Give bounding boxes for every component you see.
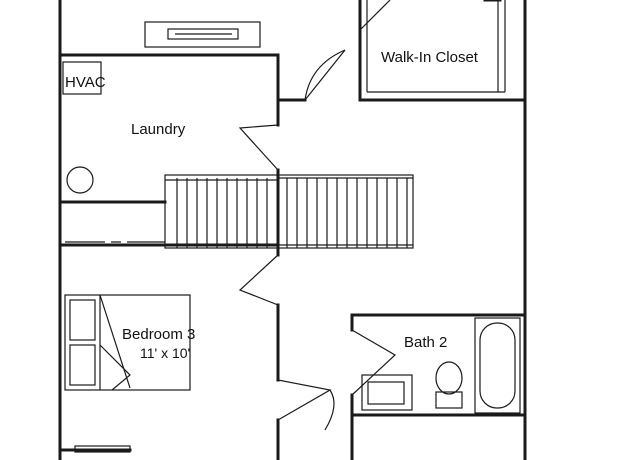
sink-icon [361,374,413,411]
bath-2-label: Bath 2 [404,334,447,351]
hvac-label: HVAC [65,74,106,91]
washer-icon [66,166,94,194]
walk-in-closet-label: Walk-In Closet [381,49,479,66]
window [74,445,131,453]
closet-shelf [144,21,261,48]
walk-in-closet-outline [359,0,506,93]
bedroom-3-label: Bedroom 3 [122,326,195,343]
walls [58,0,527,460]
laundry-label: Laundry [131,121,186,138]
door-swing-icon [238,49,397,431]
hvac-unit [62,61,102,95]
stairs-icon [164,174,414,249]
bedroom-3-dimensions: 11' x 10' [140,345,190,361]
bathtub-icon [474,317,521,414]
bed-icon [64,294,191,391]
toilet-icon [435,361,463,409]
